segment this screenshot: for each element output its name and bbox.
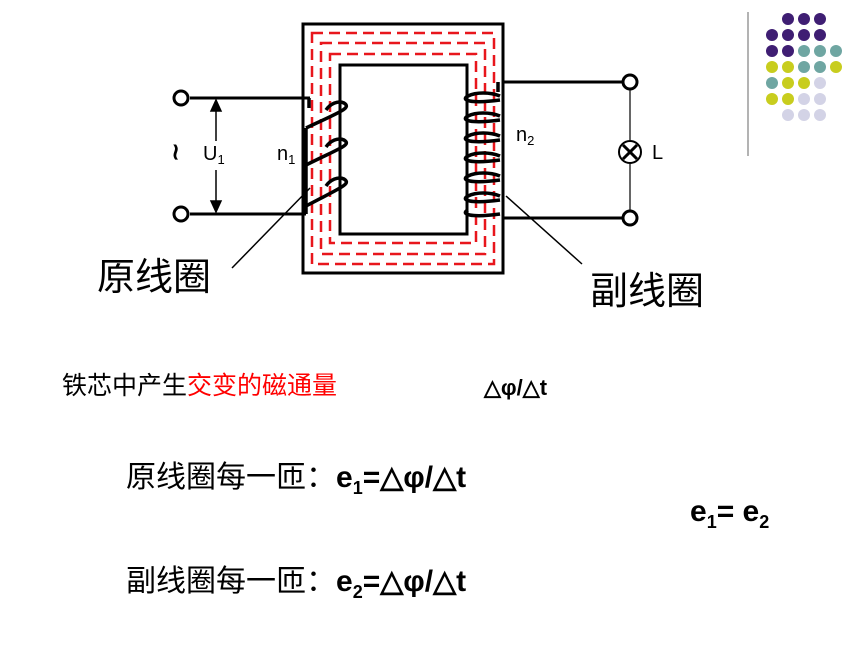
voltage-label: U1 bbox=[203, 143, 225, 167]
decorative-dot bbox=[814, 61, 826, 73]
ac-source-symbol: ~ bbox=[162, 141, 191, 163]
primary-coil bbox=[304, 98, 348, 214]
decorative-dot bbox=[798, 93, 810, 105]
lamp-icon bbox=[618, 140, 642, 164]
decorative-dot bbox=[798, 61, 810, 73]
flux-statement-text: 铁芯中产生 bbox=[62, 371, 188, 400]
decorative-dot bbox=[766, 29, 778, 41]
secondary-turns-subscript: 2 bbox=[527, 133, 535, 148]
primary-emf-symbol: e bbox=[336, 461, 353, 494]
secondary-emf-rhs: =△φ/△t bbox=[362, 565, 467, 598]
voltage-symbol: U bbox=[203, 143, 218, 165]
decorative-dot bbox=[782, 77, 794, 89]
decorative-dot bbox=[830, 61, 842, 73]
secondary-coil bbox=[463, 82, 501, 218]
decorative-dot bbox=[830, 45, 842, 57]
decorative-dot bbox=[766, 93, 778, 105]
decorative-dot bbox=[798, 29, 810, 41]
decorative-dot bbox=[766, 77, 778, 89]
decorative-dot bbox=[766, 45, 778, 57]
decorative-dot bbox=[814, 93, 826, 105]
decorative-dot bbox=[798, 77, 810, 89]
primary-emf-prefix: 原线圈每一匝： bbox=[126, 460, 336, 495]
iron-core bbox=[301, 22, 505, 275]
decorative-dot bbox=[766, 61, 778, 73]
flux-statement: 铁芯中产生交变的磁通量 bbox=[62, 366, 337, 402]
equality-middle: = e bbox=[716, 495, 760, 528]
secondary-circuit bbox=[503, 80, 622, 220]
secondary-terminal-bottom bbox=[621, 209, 639, 227]
equality-e2-subscript: 2 bbox=[759, 512, 770, 532]
secondary-emf-symbol: e bbox=[336, 565, 353, 598]
decorative-dot-grid bbox=[766, 13, 842, 121]
decorative-dot bbox=[782, 13, 794, 25]
voltage-arrow bbox=[209, 98, 223, 214]
decorative-dot bbox=[782, 93, 794, 105]
decorative-dot bbox=[814, 45, 826, 57]
primary-turns-symbol: n bbox=[277, 143, 289, 165]
secondary-emf-prefix: 副线圈每一匝： bbox=[126, 564, 336, 599]
primary-coil-caption: 原线圈 bbox=[97, 255, 212, 299]
secondary-turns-symbol: n bbox=[516, 124, 528, 146]
primary-emf-rhs: =△φ/△t bbox=[362, 461, 467, 494]
primary-leader-line bbox=[231, 187, 311, 269]
secondary-leader-line bbox=[505, 195, 583, 265]
decorative-dot bbox=[814, 13, 826, 25]
lamp-label: L bbox=[652, 142, 664, 164]
decorative-dot bbox=[782, 61, 794, 73]
primary-turns-subscript: 1 bbox=[288, 152, 296, 167]
decorative-dot bbox=[814, 109, 826, 121]
primary-emf-subscript: 1 bbox=[352, 478, 363, 498]
decorative-dot bbox=[782, 29, 794, 41]
secondary-turns-label: n2 bbox=[516, 124, 534, 148]
primary-emf-equation: 原线圈每一匝：e1=△φ/△t bbox=[126, 452, 466, 499]
magnetic-flux-path bbox=[310, 31, 496, 266]
decorative-dot bbox=[798, 109, 810, 121]
decorative-dot bbox=[798, 13, 810, 25]
emf-equality: e1= e2 bbox=[690, 494, 769, 533]
primary-turns-label: n1 bbox=[277, 143, 295, 167]
primary-terminal-top bbox=[172, 89, 190, 107]
primary-terminal-bottom bbox=[172, 205, 190, 223]
voltage-subscript: 1 bbox=[217, 152, 225, 167]
decorative-dot bbox=[782, 45, 794, 57]
primary-circuit bbox=[190, 96, 310, 216]
secondary-emf-equation: 副线圈每一匝：e2=△φ/△t bbox=[126, 556, 466, 603]
flux-rate-formula: △φ/△t bbox=[484, 375, 548, 400]
secondary-coil-caption: 副线圈 bbox=[590, 269, 705, 313]
decorative-dot bbox=[814, 29, 826, 41]
decorative-dot bbox=[814, 77, 826, 89]
decorative-dot bbox=[798, 45, 810, 57]
equality-e1: e bbox=[690, 495, 707, 528]
equality-e1-subscript: 1 bbox=[706, 512, 717, 532]
decorative-dot bbox=[782, 109, 794, 121]
secondary-terminal-top bbox=[621, 73, 639, 91]
secondary-emf-subscript: 2 bbox=[352, 582, 363, 602]
flux-statement-highlight: 交变的磁通量 bbox=[187, 371, 338, 400]
